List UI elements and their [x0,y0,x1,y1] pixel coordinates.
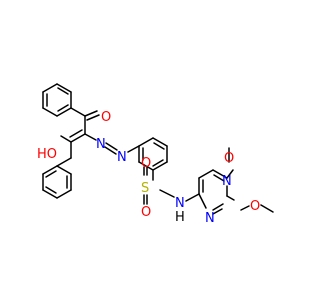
atom-hydroxyl: HO [37,147,57,162]
atom-nitrogen-pyrimidine-2: N [205,211,215,226]
atom-oxygen-methoxy-right: O [250,199,260,214]
atom-nitrogen-amide: N [175,196,185,211]
atom-nitrogen-azo-2: N [117,150,127,165]
phenyl-ring-top [42,83,72,117]
pyrimidine-ring [185,169,235,215]
atom-nitrogen-pyrimidine-1: N [222,174,232,189]
atom-sulfur: S [141,181,149,196]
benzene-ring-center [138,137,168,171]
molecule-canvas: O HO N N S O O N H O O N N [37,83,274,226]
atom-hydrogen-amide: H [175,210,185,225]
sulfonamide-group [143,166,175,205]
atom-oxygen-methoxy-top: O [224,151,234,166]
atom-oxygen-sulfonyl-bottom: O [141,205,151,220]
enol-ketone-chain [56,107,100,167]
phenyl-ring-bottom [42,165,72,199]
azo-linkage [104,142,140,155]
methoxy-groups [226,147,274,213]
atom-nitrogen-azo-1: N [96,137,106,152]
atom-oxygen-keto: O [101,110,111,125]
atom-labels: O HO N N S O O N H O O N N [37,110,260,226]
atom-oxygen-sulfonyl-top: O [141,156,151,171]
structural-formula: O HO N N S O O N H O O N N [37,83,274,226]
